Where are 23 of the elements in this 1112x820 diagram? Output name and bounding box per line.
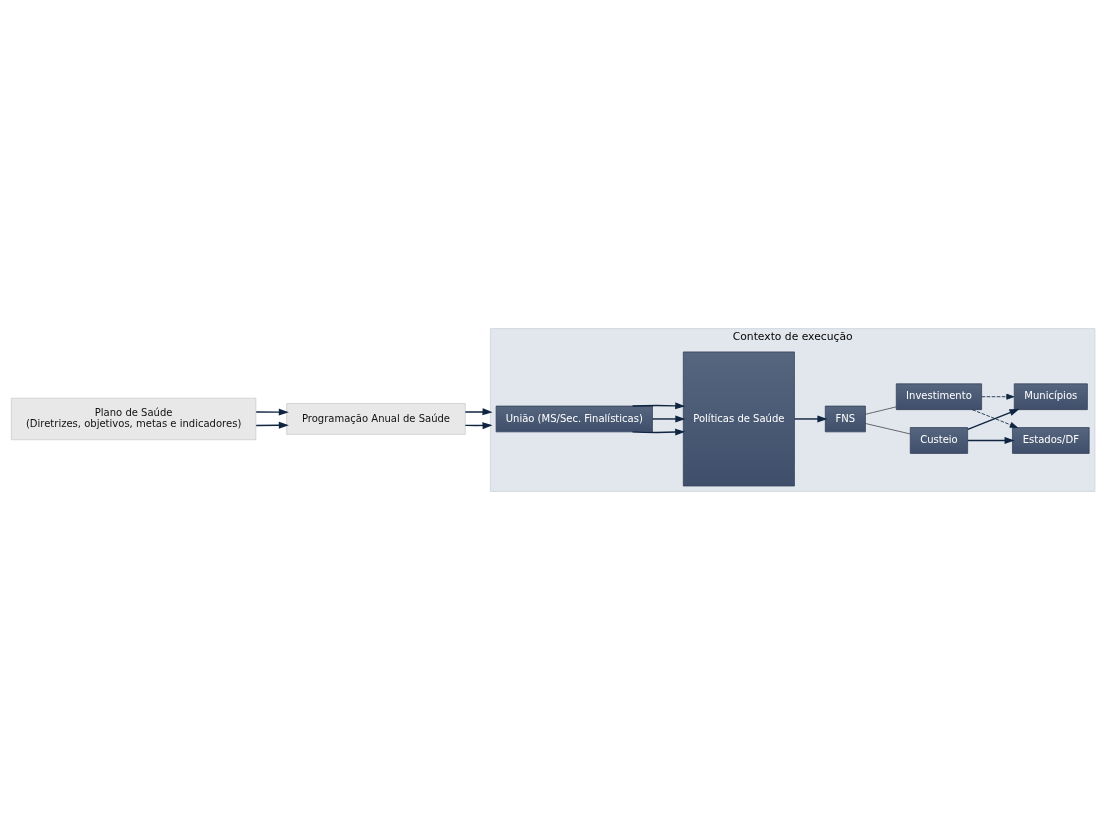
node-box: Plano de Saúde (Diretrizes, objetivos, metas e indicadores) — [11, 397, 257, 441]
connector — [865, 406, 897, 415]
arrow — [631, 402, 686, 410]
connector — [865, 423, 911, 435]
arrow — [967, 436, 1015, 444]
arrow — [793, 415, 828, 423]
arrow — [631, 428, 686, 436]
node-box: Estados/DF — [1012, 427, 1090, 454]
arrow — [972, 409, 1018, 428]
arrow — [651, 415, 686, 423]
node-box: Municípios — [1013, 383, 1088, 410]
arrow — [464, 408, 493, 416]
arrow — [255, 421, 289, 429]
arrow — [981, 393, 1015, 400]
arrow — [464, 422, 493, 430]
node-box: União (MS/Sec. Finalísticas) — [495, 405, 653, 433]
node-box: Programação Anual de Saúde — [286, 403, 466, 435]
node-box: Custeio — [909, 427, 968, 454]
node-box: Políticas de Saúde — [682, 351, 795, 487]
arrow — [967, 408, 1020, 431]
arrow — [255, 408, 289, 416]
node-box: Investimento — [895, 383, 982, 410]
node-box: FNS — [824, 405, 866, 433]
